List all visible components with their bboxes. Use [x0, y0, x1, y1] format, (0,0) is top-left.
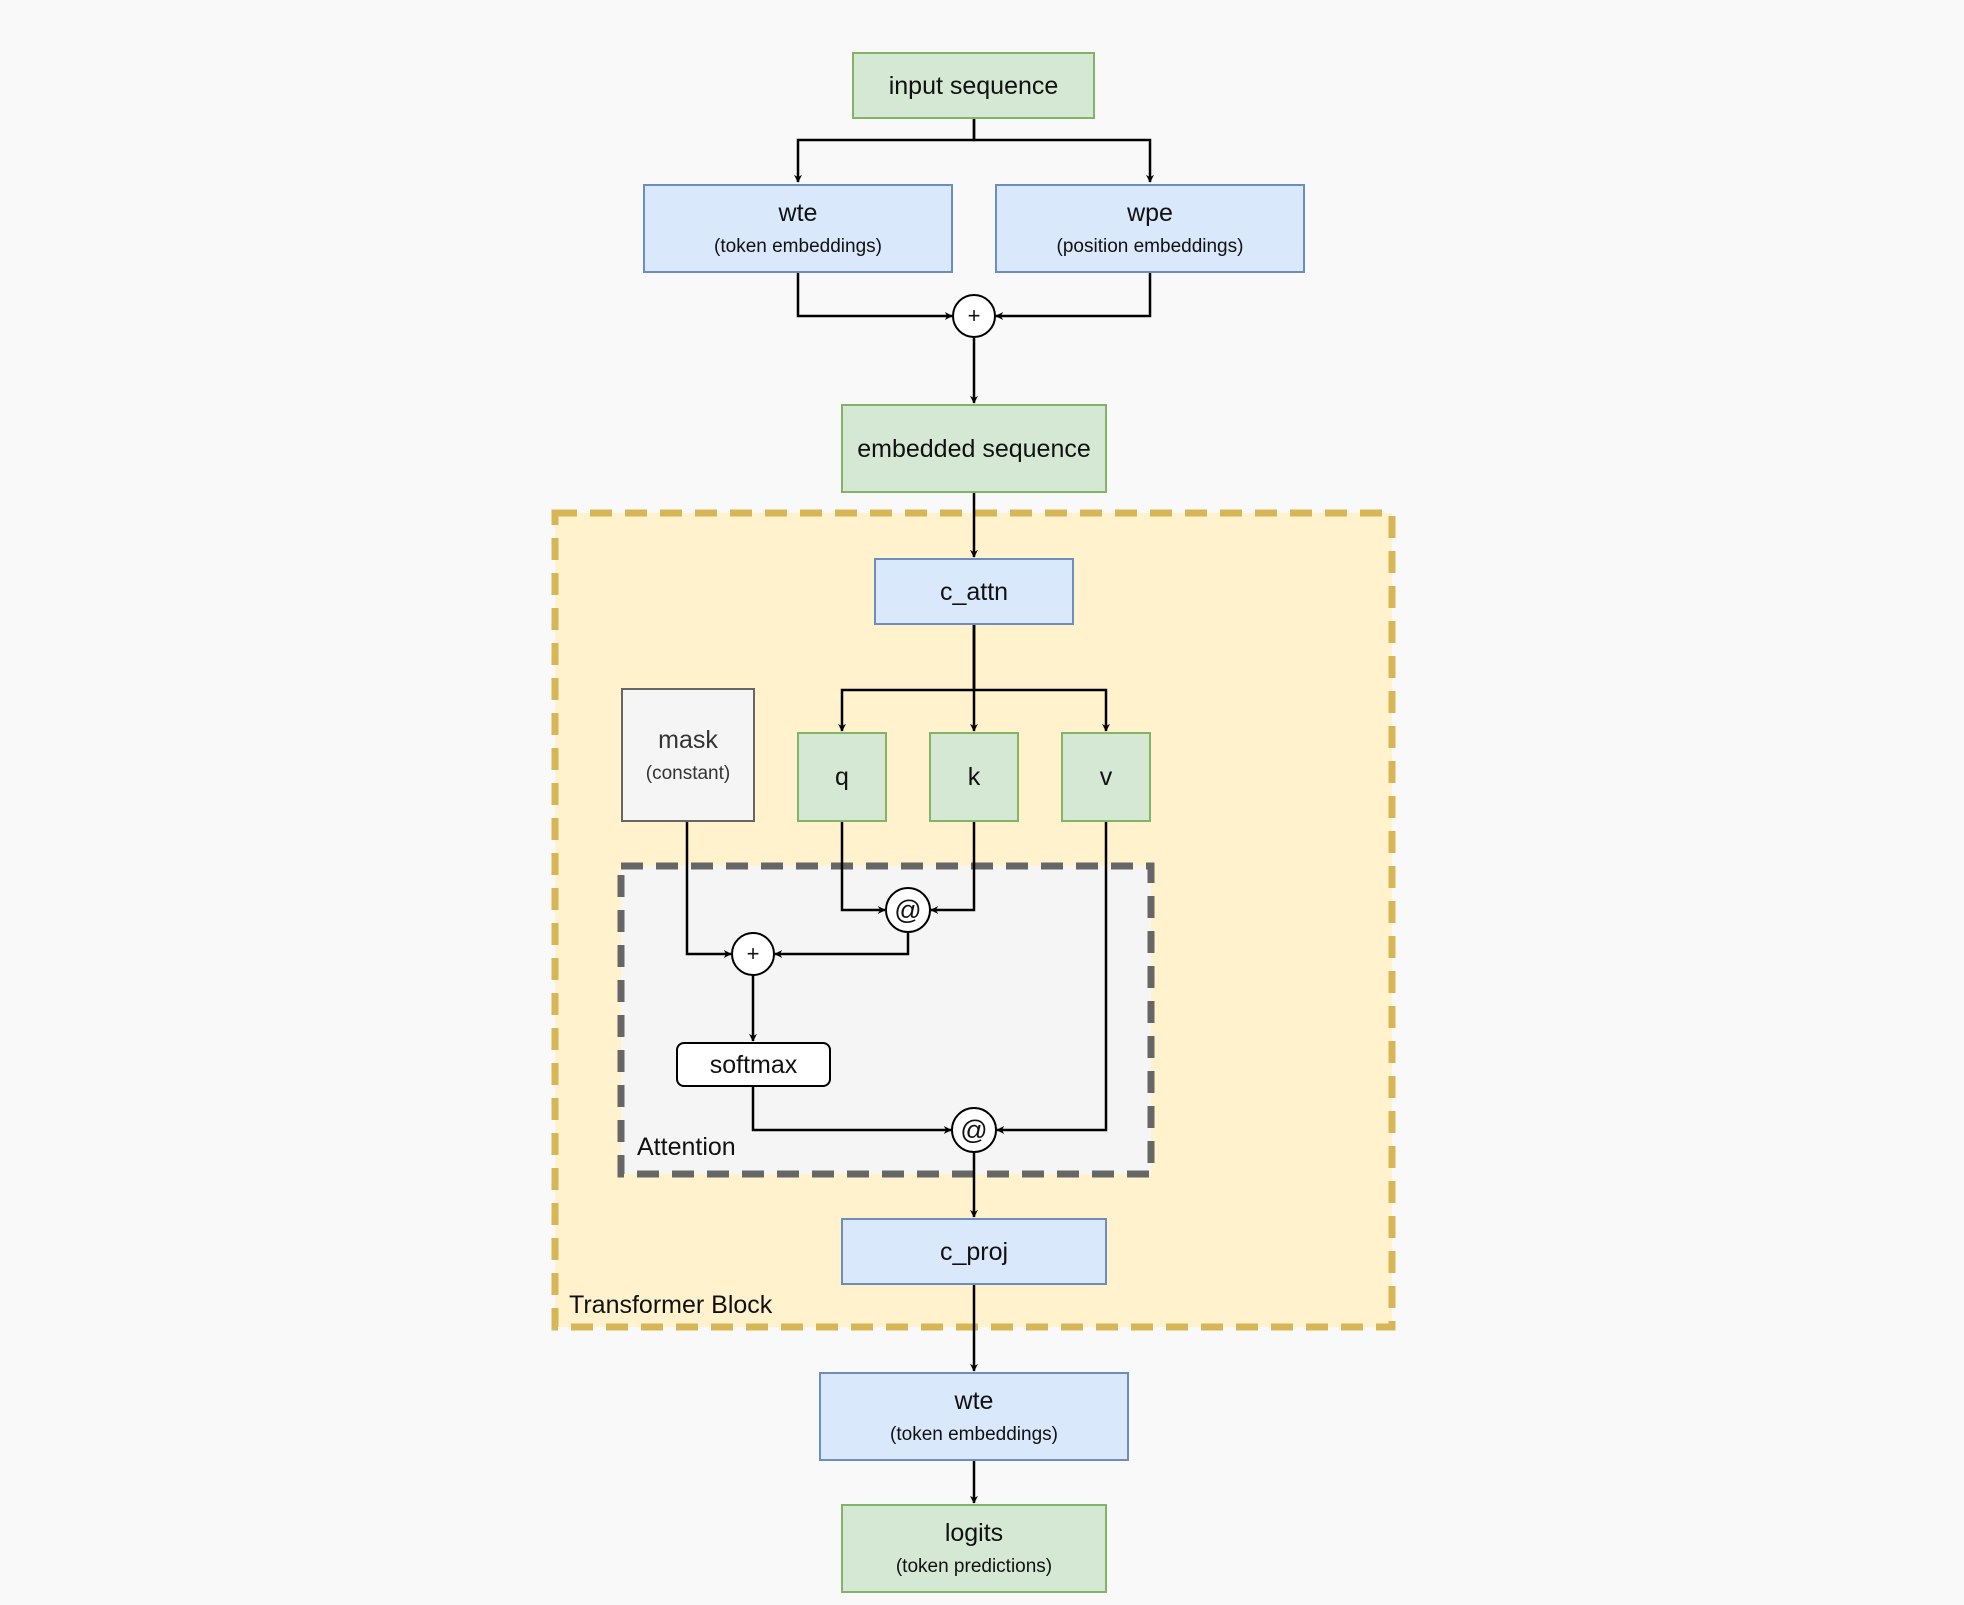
input-sequence-label: input sequence — [888, 71, 1059, 100]
wte-top-subtitle: (token embeddings) — [714, 236, 882, 258]
c-attn-node: c_attn — [874, 558, 1074, 625]
wte-top-title: wte — [778, 199, 818, 228]
logits-subtitle: (token predictions) — [895, 1556, 1053, 1578]
edge-q-to-qk-matmul — [840, 821, 886, 914]
edge-mask-to-plus — [685, 821, 732, 958]
mask-add-operator: + — [731, 932, 775, 976]
v-node: v — [1061, 732, 1151, 822]
c-proj-label: c_proj — [939, 1237, 1009, 1266]
edge-wpe-to-plus — [995, 272, 1152, 320]
transformer-block-label: Transformer Block — [569, 1291, 773, 1319]
softmax-label: softmax — [709, 1050, 798, 1079]
edge-k-to-qk-matmul — [930, 821, 976, 914]
wpe-subtitle: (position embeddings) — [1056, 236, 1244, 258]
edge-c-attn-to-v — [972, 624, 1110, 732]
mask-node: mask (constant) — [621, 688, 755, 822]
wpe-title: wpe — [1127, 199, 1173, 228]
logits-title: logits — [944, 1519, 1004, 1548]
edge-qk-matmul-to-plus — [774, 933, 910, 958]
edge-input-to-wpe — [972, 118, 1154, 183]
wte-node-bottom: wte (token embeddings) — [819, 1372, 1129, 1461]
mask-title: mask — [658, 725, 718, 754]
edge-wte-to-plus — [796, 272, 953, 320]
av-matmul-operator: @ — [951, 1107, 997, 1153]
edge-input-to-wte — [794, 118, 976, 183]
embedded-sequence-node: embedded sequence — [841, 404, 1107, 493]
v-label: v — [1099, 763, 1113, 791]
logits-node: logits (token predictions) — [841, 1504, 1107, 1593]
input-sequence-node: input sequence — [852, 52, 1095, 119]
wte-node-top: wte (token embeddings) — [643, 184, 953, 273]
mask-subtitle: (constant) — [645, 762, 731, 784]
attention-label: Attention — [637, 1133, 736, 1161]
softmax-node: softmax — [676, 1042, 831, 1087]
c-proj-node: c_proj — [841, 1218, 1107, 1285]
k-label: k — [967, 763, 981, 791]
c-attn-label: c_attn — [939, 577, 1009, 606]
k-node: k — [929, 732, 1019, 822]
q-label: q — [835, 763, 849, 791]
edge-v-to-av-matmul — [996, 821, 1108, 1134]
embedded-sequence-label: embedded sequence — [857, 434, 1091, 463]
embedding-add-operator: + — [952, 294, 996, 338]
edge-softmax-to-av-matmul — [751, 1086, 952, 1134]
wte-bottom-title: wte — [954, 1387, 994, 1416]
qk-matmul-operator: @ — [885, 887, 931, 933]
wte-bottom-subtitle: (token embeddings) — [890, 1424, 1058, 1446]
q-node: q — [797, 732, 887, 822]
wpe-node: wpe (position embeddings) — [995, 184, 1305, 273]
